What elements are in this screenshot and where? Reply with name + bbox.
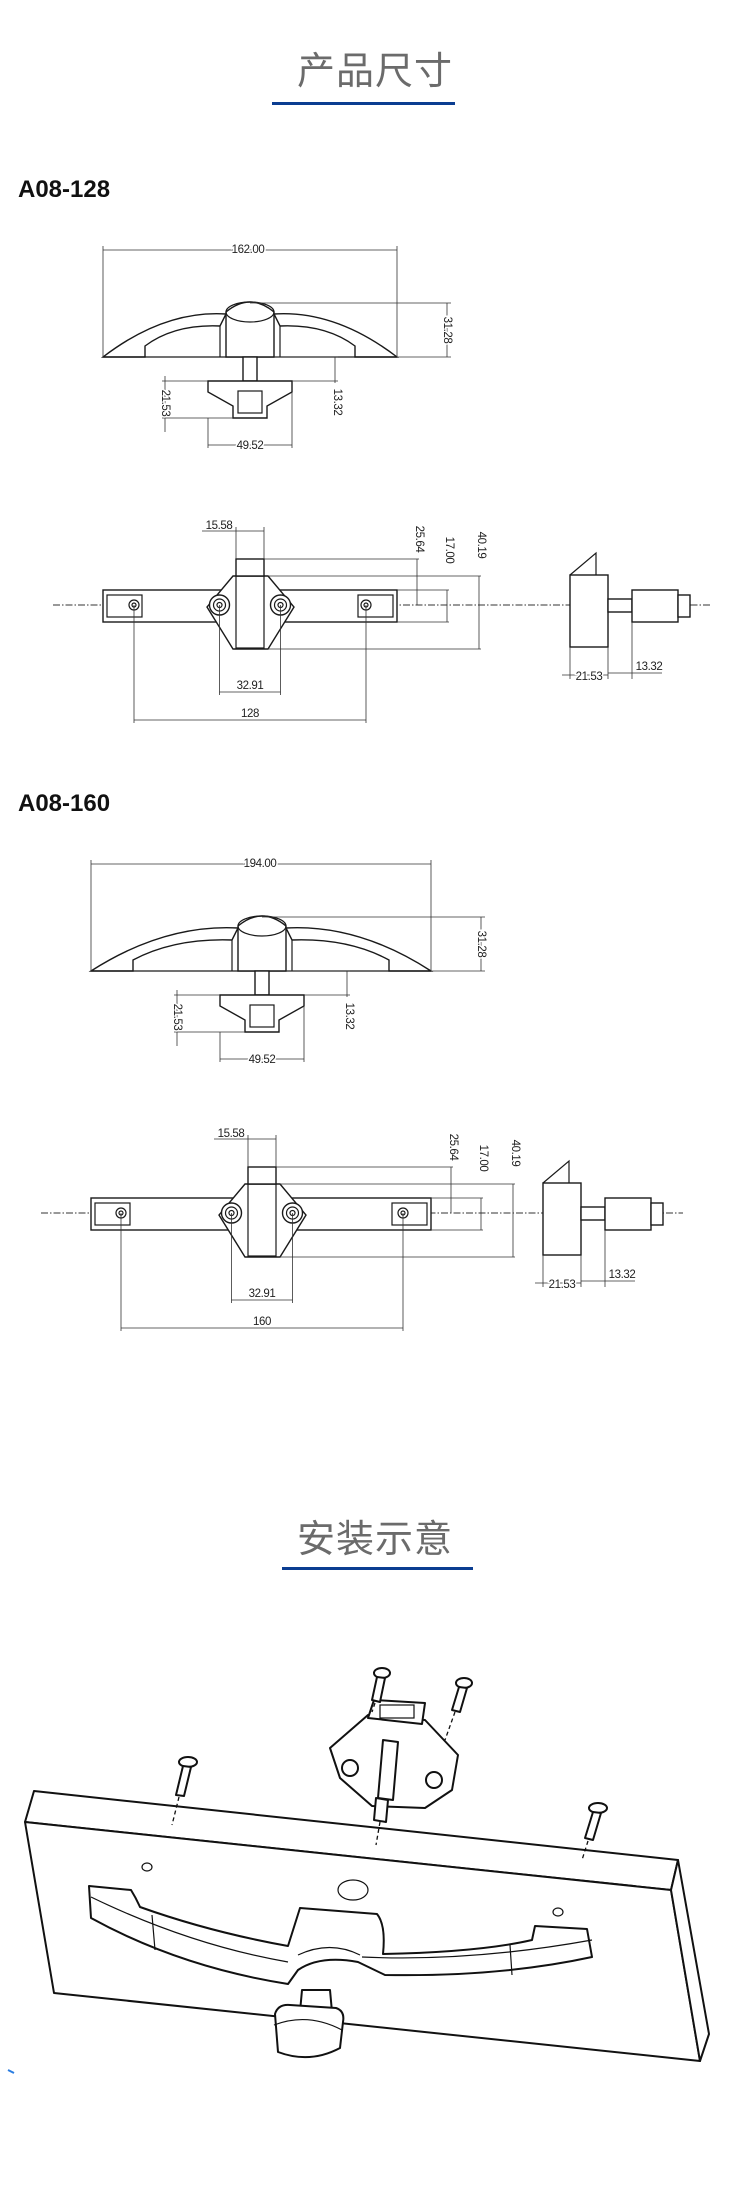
handle-right-arm bbox=[272, 312, 400, 358]
handle-left-arm bbox=[88, 926, 240, 972]
end-slot bbox=[94, 1202, 131, 1226]
side-tip bbox=[677, 594, 691, 618]
handle-knob bbox=[237, 915, 287, 972]
side-pin bbox=[580, 1206, 606, 1221]
side-cap bbox=[604, 1197, 652, 1231]
handle-left-arm bbox=[100, 312, 228, 358]
latch-screw-boss bbox=[425, 1771, 443, 1789]
dimension-slider-offset: 25.64 bbox=[413, 526, 425, 554]
latch-slider-top bbox=[235, 558, 265, 577]
model-label-a08-128: A08-128 bbox=[18, 176, 111, 203]
dimension-overall-width: 194.00 bbox=[244, 858, 277, 870]
dimension-pin-length: 13.32 bbox=[609, 1269, 636, 1281]
side-chamfer bbox=[542, 1159, 570, 1184]
handle-right-arm bbox=[284, 926, 434, 972]
knob-top bbox=[237, 915, 287, 937]
guide-line bbox=[375, 1821, 381, 1846]
side-chamfer bbox=[569, 551, 597, 576]
installation-illustration bbox=[7, 1667, 710, 2074]
side-body bbox=[569, 574, 609, 648]
panel-side-face bbox=[670, 1859, 710, 2062]
dimension-base-width: 49.52 bbox=[249, 1054, 276, 1066]
handle-knob bbox=[225, 301, 275, 358]
screw-icon bbox=[171, 1756, 198, 1826]
knob-top bbox=[225, 301, 275, 323]
section-title-underline bbox=[272, 102, 455, 105]
dimension-base-depth: 21.53 bbox=[159, 390, 171, 417]
handle-edge bbox=[90, 1896, 593, 1963]
end-slot bbox=[391, 1202, 428, 1226]
latch-slider-window bbox=[379, 1704, 415, 1719]
handle-edge bbox=[151, 1914, 513, 1976]
dimension-body-height: 40.19 bbox=[475, 532, 487, 559]
top-view-a08-160: 15.58 25.64 17.00 40.19 32.91 160 21.53 13.32 bbox=[41, 1127, 683, 1331]
side-tip bbox=[650, 1202, 664, 1226]
model-label-a08-160: A08-160 bbox=[18, 790, 111, 817]
dimension-side-depth: 21.53 bbox=[549, 1279, 576, 1291]
panel-hole bbox=[141, 1862, 153, 1872]
latch-screw-boss bbox=[341, 1759, 359, 1777]
dimension-slider-width: 15.58 bbox=[206, 520, 233, 532]
screw-icon bbox=[581, 1802, 608, 1861]
side-cap bbox=[631, 589, 679, 623]
knob-edge bbox=[273, 2018, 343, 2031]
latch-slider-top bbox=[247, 1166, 277, 1185]
dimension-slider-offset: 25.64 bbox=[447, 1134, 459, 1162]
end-slot bbox=[106, 594, 143, 618]
dimension-pin-length: 13.32 bbox=[636, 661, 663, 673]
dimension-base-depth: 21.53 bbox=[171, 1004, 183, 1031]
knob bbox=[274, 2003, 345, 2059]
dimension-bar-height: 17.00 bbox=[443, 537, 455, 564]
panel-hole bbox=[552, 1907, 564, 1917]
dimension-hole-spacing: 160 bbox=[253, 1316, 271, 1328]
side-pin bbox=[607, 598, 633, 613]
knob-stem bbox=[254, 970, 270, 996]
panel-hole bbox=[337, 1879, 369, 1901]
dimension-screw-spacing: 32.91 bbox=[249, 1288, 276, 1300]
handle-body bbox=[88, 1885, 593, 1985]
dimension-screw-spacing: 32.91 bbox=[237, 680, 264, 692]
front-view-a08-128: 162.00 31.28 21.53 13.32 49.52 bbox=[100, 243, 454, 454]
latch-base bbox=[207, 380, 293, 419]
screw-icon bbox=[371, 1667, 391, 1713]
latch-base bbox=[219, 994, 305, 1033]
section-title-underline bbox=[282, 1567, 473, 1570]
latch-pin bbox=[373, 1797, 389, 1823]
knob-stem bbox=[242, 356, 258, 382]
dimension-body-height: 40.19 bbox=[509, 1140, 521, 1167]
dimension-height: 31.28 bbox=[475, 931, 487, 958]
blue-mark bbox=[7, 2069, 15, 2074]
dimension-side-depth: 21.53 bbox=[576, 671, 603, 683]
dimension-stem: 13.32 bbox=[343, 1003, 355, 1030]
dimension-stem: 13.32 bbox=[331, 389, 343, 416]
dimension-bar-height: 17.00 bbox=[477, 1145, 489, 1172]
section-title-installation: 安装示意 bbox=[296, 1517, 453, 1561]
dimension-height: 31.28 bbox=[441, 317, 453, 344]
dimension-slider-width: 15.58 bbox=[218, 1128, 245, 1140]
latch-square bbox=[237, 390, 263, 414]
front-view-a08-160: 194.00 31.28 21.53 13.32 49.52 bbox=[88, 857, 488, 1068]
dimension-hole-spacing: 128 bbox=[241, 708, 259, 720]
screw-icon bbox=[444, 1677, 473, 1741]
dimension-overall-width: 162.00 bbox=[232, 244, 265, 256]
end-slot bbox=[357, 594, 394, 618]
side-body bbox=[542, 1182, 582, 1256]
latch-square bbox=[249, 1004, 275, 1028]
top-view-a08-128: 15.58 25.64 17.00 40.19 32.91 128 21.53 13.32 bbox=[53, 519, 710, 723]
section-title-dimensions: 产品尺寸 bbox=[296, 49, 453, 93]
dimension-base-width: 49.52 bbox=[237, 440, 264, 452]
latch-slider bbox=[377, 1739, 399, 1801]
